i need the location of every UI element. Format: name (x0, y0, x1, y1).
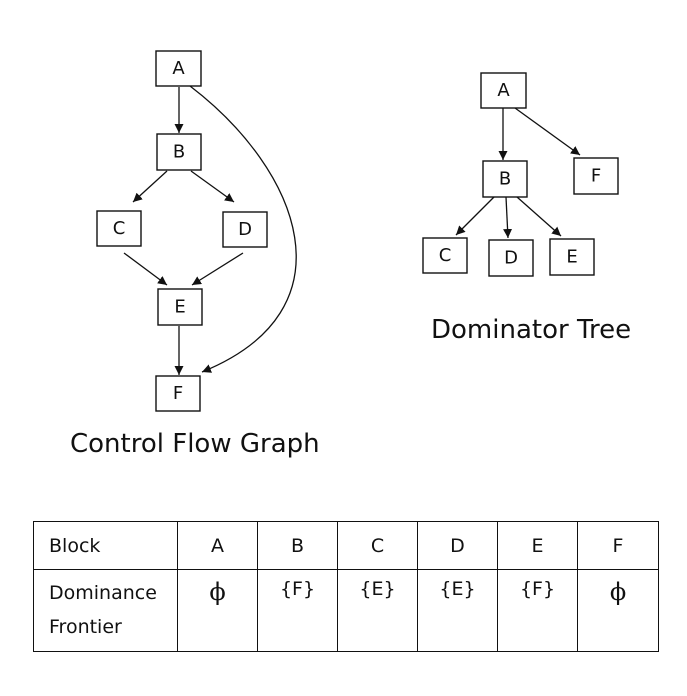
cfg-node-label: B (173, 142, 185, 163)
cfg-edge-b-d (190, 170, 235, 203)
block-header-label: Block (33, 521, 178, 570)
cfg-node-label: A (172, 58, 185, 79)
dom-node-e: E (549, 238, 595, 276)
dom-node-c: C (422, 237, 468, 274)
dom-node-label: F (591, 166, 601, 187)
cfg-edge-a-f (189, 85, 297, 373)
cfg-node-b: B (156, 133, 202, 171)
block-cell: D (417, 521, 498, 570)
dom-node-label: B (499, 169, 511, 190)
dom-node-a: A (480, 72, 527, 109)
cfg-node-label: D (238, 219, 252, 240)
cfg-caption: Control Flow Graph (70, 429, 320, 459)
dom-edge-b-d (503, 196, 513, 239)
dom-node-label: D (504, 248, 518, 269)
block-cell: A (177, 521, 258, 570)
frontier-cell: ϕ (177, 569, 258, 652)
dom-node-d: D (488, 239, 534, 277)
frontier-cell: {E} (337, 569, 418, 652)
cfg-node-label: C (113, 218, 126, 239)
cfg-node-label: E (174, 297, 185, 318)
cfg-edges (123, 85, 297, 375)
table-header-row: Block A B C D E F (33, 521, 659, 570)
cfg-node-f: F (155, 375, 201, 412)
dominance-frontier-table: Block A B C D E F Dominance Frontier ϕ {… (33, 521, 659, 652)
block-cell: B (257, 521, 338, 570)
frontier-cell: {F} (497, 569, 578, 652)
frontier-label-line1: Dominance (49, 582, 157, 604)
frontier-cell: {E} (417, 569, 498, 652)
dom-edge-b-e (516, 196, 562, 237)
block-cell: C (337, 521, 418, 570)
frontier-label-line2: Frontier (49, 616, 122, 638)
dom-node-f: F (573, 157, 619, 195)
cfg-node-label: F (173, 383, 183, 404)
dom-node-label: A (497, 80, 510, 101)
cfg-node-d: D (222, 211, 268, 248)
cfg-node-c: C (96, 210, 142, 247)
frontier-cell: ϕ (577, 569, 659, 652)
dom-edge-a-f (514, 107, 581, 156)
dom-edges (455, 107, 581, 239)
dom-node-label: E (566, 247, 577, 268)
cfg-node-e: E (157, 288, 203, 326)
frontier-cell: {F} (257, 569, 338, 652)
dominator-tree-caption: Dominator Tree (431, 315, 632, 345)
block-cell: E (497, 521, 578, 570)
dom-node-label: C (439, 245, 452, 266)
cfg-edge-b-c (132, 170, 168, 203)
dom-edge-b-c (455, 196, 495, 236)
cfg-node-a: A (155, 50, 202, 87)
cfg-edge-c-e (123, 252, 168, 286)
table-frontier-row: Dominance Frontier ϕ {F} {E} {E} {F} ϕ (33, 569, 659, 652)
block-cell: F (577, 521, 659, 570)
cfg-edge-d-e (191, 252, 244, 286)
dominance-frontier-label: Dominance Frontier (33, 569, 178, 652)
dom-node-b: B (482, 160, 528, 198)
